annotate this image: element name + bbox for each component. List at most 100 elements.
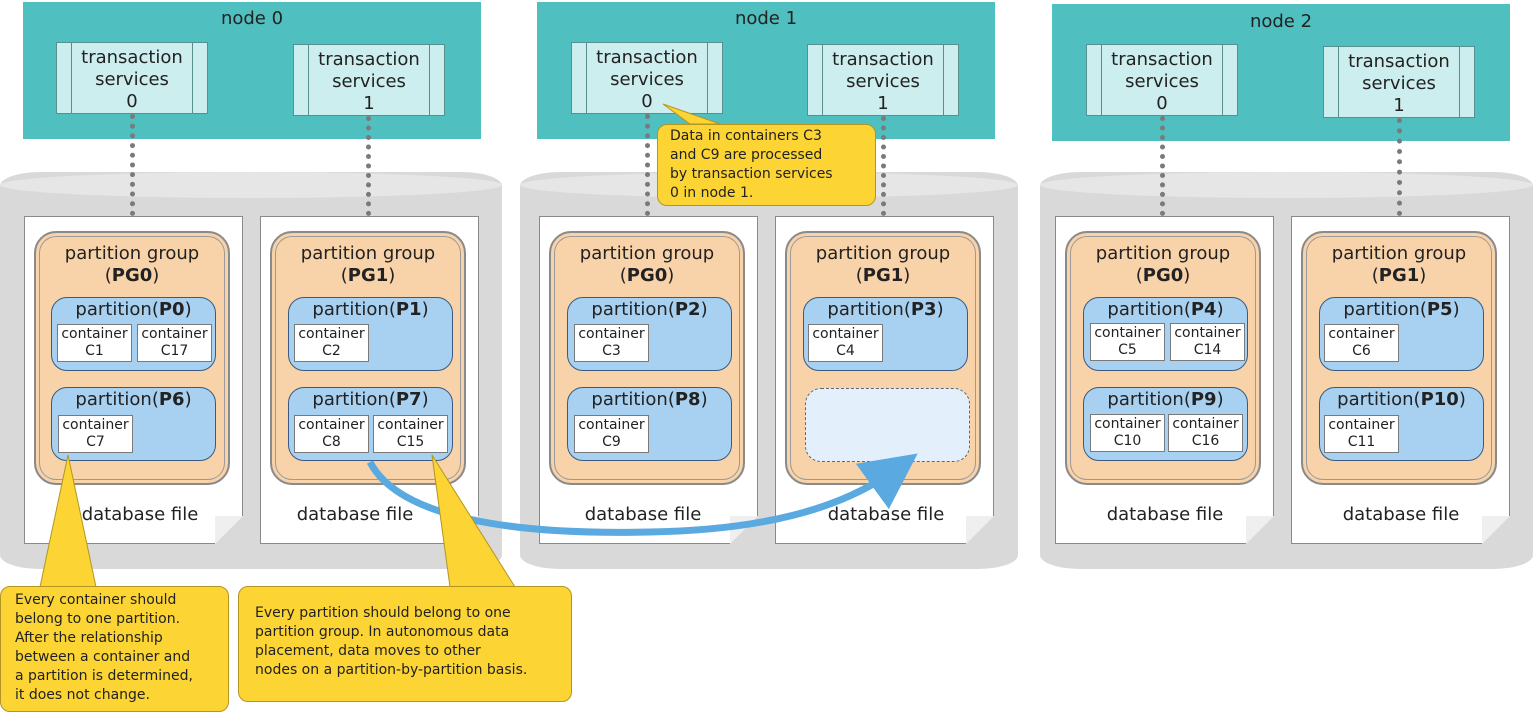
note-line: belong to one partition.	[15, 611, 181, 627]
container-id: C14	[1193, 342, 1222, 358]
fold-corner	[966, 516, 994, 544]
database-file-label: database file	[1106, 504, 1224, 525]
connector-dotted	[130, 114, 135, 216]
note-line: a partition is determined,	[15, 668, 193, 684]
note-line: placement, data moves to other	[255, 643, 481, 659]
partition-title: partition(P5)	[1343, 299, 1460, 320]
partition-id: P5	[1426, 299, 1453, 320]
pg-id: PG1	[862, 265, 904, 286]
partition-label: partition	[1343, 299, 1420, 320]
pg-label: partition group	[1331, 243, 1467, 264]
partition-title: partition(P3)	[827, 299, 944, 320]
callout-pointer-ts	[662, 103, 721, 125]
partition-label: partition	[312, 299, 389, 320]
ts-left-bar	[1087, 45, 1102, 115]
container-label: container	[1172, 416, 1239, 432]
container-id: C15	[396, 434, 425, 450]
database-file-label: database file	[81, 504, 199, 525]
partition-title: partition(P9)	[1107, 389, 1224, 410]
partition-title: partition(P7)	[312, 389, 429, 410]
fold-corner	[1246, 516, 1274, 544]
partition-id: P8	[674, 389, 701, 410]
note-line: and C9 are processed	[670, 147, 823, 163]
note-container: Every container should belong to one par…	[0, 586, 229, 712]
note-line: After the relationship	[15, 630, 163, 646]
ts-left-bar	[808, 45, 823, 115]
ts-line1: transaction	[596, 47, 698, 68]
ts-line2: services	[95, 69, 169, 90]
ts-line2: services	[846, 71, 920, 92]
container-label: container	[298, 326, 365, 342]
note-line: between a container and	[15, 649, 191, 665]
ts-right-bar	[1459, 47, 1474, 117]
container-id: C4	[836, 343, 855, 359]
pg-label: partition group	[64, 243, 200, 264]
ts-right-bar	[1222, 45, 1237, 115]
container-id: C2	[322, 343, 341, 359]
partition-group-title: partition group(PG1)	[1331, 243, 1467, 286]
ts-line1: transaction	[832, 49, 934, 70]
container-id: C10	[1113, 433, 1142, 449]
callout-pointer-container	[39, 454, 97, 588]
ts-right-bar	[707, 43, 722, 113]
container-id: C16	[1191, 433, 1220, 449]
pg-id: PG1	[347, 265, 389, 286]
partition-id: P6	[158, 389, 185, 410]
partition-id: P7	[395, 389, 422, 410]
container-id: C5	[1118, 342, 1137, 358]
ts-left-bar	[57, 43, 72, 113]
partition-label: partition	[1337, 389, 1414, 410]
pg-id: PG0	[1142, 265, 1184, 286]
note-line: partition group. In autonomous data	[255, 624, 510, 640]
container-label: container	[1328, 326, 1395, 342]
ts-line1: transaction	[81, 47, 183, 68]
container-label: container	[578, 417, 645, 433]
note-partition: Every partition should belong to one par…	[238, 586, 572, 702]
node-title: node 1	[734, 8, 798, 29]
partition-id: P10	[1420, 389, 1459, 410]
ts-line2: services	[1362, 73, 1436, 94]
note-transaction-services: Data in containers C3 and C9 are process…	[657, 124, 876, 206]
ts-id: 0	[1156, 93, 1168, 114]
ts-left-bar	[294, 45, 309, 115]
container-label: container	[141, 326, 208, 342]
partition-title: partition(P1)	[312, 299, 429, 320]
container-id: C17	[160, 343, 189, 359]
ts-left-bar	[572, 43, 587, 113]
partition-title: partition(P10)	[1337, 389, 1466, 410]
container-id: C1	[85, 343, 104, 359]
ts-left-bar	[1324, 47, 1339, 117]
container-label: container	[377, 417, 444, 433]
ts-line2: services	[610, 69, 684, 90]
partition-move-arrow	[366, 453, 918, 536]
connector-dotted	[1160, 116, 1165, 216]
ts-id: 0	[641, 91, 653, 112]
database-file-label: database file	[584, 504, 702, 525]
partition-move-target	[805, 388, 970, 462]
partition-title: partition(P8)	[591, 389, 708, 410]
connector-dotted	[366, 116, 371, 216]
ts-id: 1	[363, 93, 375, 114]
container-label: container	[578, 326, 645, 342]
partition-group-title: partition group(PG0)	[64, 243, 200, 286]
partition-label: partition	[1107, 299, 1184, 320]
pg-label: partition group	[815, 243, 951, 264]
partition-label: partition	[827, 299, 904, 320]
container-id: C8	[322, 434, 341, 450]
ts-line1: transaction	[1111, 49, 1213, 70]
container-id: C7	[86, 434, 105, 450]
